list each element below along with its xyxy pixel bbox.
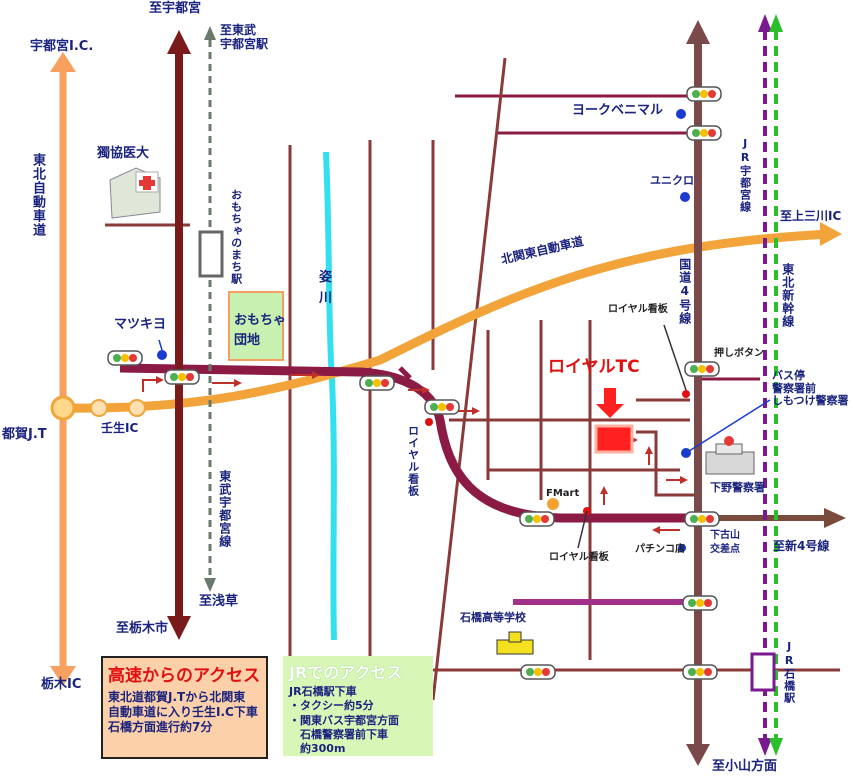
label-matsukiyo: マツキヨ [114, 317, 167, 332]
fmart-marker [547, 498, 559, 510]
diagonal-road [431, 57, 507, 701]
label-to-tobu-utsunomiya: 至東武 宇都宮駅 [220, 23, 269, 51]
label-uniqlo: ユニクロ [650, 174, 694, 187]
pachinko-marker [678, 544, 686, 552]
omocha-danchi: おもちゃ 団地 [228, 291, 287, 361]
label-shimokoyama-1: 下古山 [710, 530, 740, 541]
traffic-light-icon [682, 595, 718, 611]
local-road [636, 430, 695, 497]
label-route4: 国道4号線 [677, 258, 692, 325]
expressway-access-body: 東北道都賀J.Tから北関東 自動車道に入り壬生I.C下車 石橋方面進行約7分 [108, 690, 258, 734]
label-mibu-ic: 壬生IC [101, 421, 139, 435]
label-royal-sign-top: ロイヤル看板 [608, 304, 668, 315]
traffic-light-icon [684, 361, 720, 377]
label-royal-sign-bottom: ロイヤル看板 [549, 552, 609, 563]
label-omocha-station: おもちゃのまち駅 [229, 189, 243, 285]
uniqlo-marker [680, 192, 690, 202]
royal-sign-marker [682, 390, 690, 398]
label-bus-stop: バス停 警察署前 しもつけ警察署 [772, 369, 849, 408]
label-royal-sign-left: ロイヤル看板 [406, 425, 420, 497]
traffic-light-icon [684, 511, 720, 527]
traffic-light-icon [520, 664, 556, 680]
label-push-button: 押しボタン [714, 348, 764, 359]
label-to-shin4: 至新4号線 [773, 539, 830, 553]
label-to-tochigi-city: 至栃木市 [116, 621, 169, 636]
label-tochigi-ic: 栃木IC [41, 677, 82, 692]
omoi-river [323, 151, 337, 641]
jr-access-body: JR石橋駅下車 ・タクシー約5分 ・関東バス宇都宮方面 石橋警察署前下車 約30… [289, 685, 399, 756]
traffic-light-icon [107, 350, 143, 366]
jr-access-title: JRでのアクセス [289, 663, 403, 682]
traffic-light-icon [359, 375, 395, 391]
royal-tc-building [594, 424, 634, 454]
york-benimaru-marker [676, 109, 686, 119]
access-route [398, 366, 412, 380]
traffic-light-icon [519, 511, 555, 527]
police-station-icon [705, 436, 755, 475]
omocha-station [198, 230, 224, 278]
hospital-icon [109, 167, 161, 219]
label-tohoku-expressway: 東北自動車道 [29, 153, 45, 237]
label-tohoku-shinkansen: 東北新幹線 [780, 263, 795, 328]
access-route [119, 363, 700, 523]
label-ishibashi-hs: 石橋高等学校 [460, 611, 526, 624]
label-york-benimaru: ヨークベニマル [572, 103, 664, 118]
label-jr-ishibashi-station: JR石橋駅 [782, 640, 796, 704]
matsukiyo-marker [157, 350, 167, 360]
label-fmart: FMart [546, 488, 580, 499]
label-jr-utsunomiya-line: JR宇都宮線 [738, 137, 752, 213]
label-utsunomiya-ic: 宇都宮I.C. [30, 39, 94, 54]
traffic-light-icon [686, 125, 722, 141]
label-to-asakusa: 至浅草 [199, 594, 239, 609]
label-tsuga-jt: 都賀J.T [2, 427, 47, 442]
traffic-light-icon [686, 86, 722, 102]
label-omoi-river: 姿 川 [319, 270, 333, 306]
label-tobu-line: 東武宇都宮線 [217, 470, 232, 548]
label-pachinko: パチンコ店 [635, 544, 685, 555]
label-to-utsunomiya: 至宇都宮 [149, 1, 202, 16]
jr-ishibashi-station [750, 652, 776, 692]
jr-access-box: JRでのアクセス JR石橋駅下車 ・タクシー約5分 ・関東バス宇都宮方面 石橋警… [283, 656, 433, 756]
school-icon [496, 631, 534, 655]
royal-sign-marker [425, 418, 433, 426]
label-royal-tc: ロイヤルTC [548, 357, 640, 377]
label-shimono-police: 下野警察署 [710, 481, 765, 494]
label-shimokoyama-2: 交差点 [710, 544, 740, 555]
label-to-kamisanokawa-ic: 至上三川IC [780, 209, 842, 223]
kita-kanto-expressway [62, 229, 831, 413]
label-omocha-danchi: おもちゃ 団地 [234, 313, 287, 348]
traffic-light-icon [164, 369, 200, 385]
expressway-access-box: 高速からのアクセス 東北道都賀J.Tから北関東 自動車道に入り壬生I.C下車 石… [101, 656, 268, 759]
target-arrow-icon [596, 388, 624, 418]
traffic-light-icon [682, 664, 718, 680]
traffic-light-icon [424, 399, 460, 415]
expressway-access-title: 高速からのアクセス [108, 666, 261, 686]
label-to-oyama: 至小山方面 [712, 759, 778, 774]
label-dokkyo: 獨協医大 [97, 146, 150, 161]
